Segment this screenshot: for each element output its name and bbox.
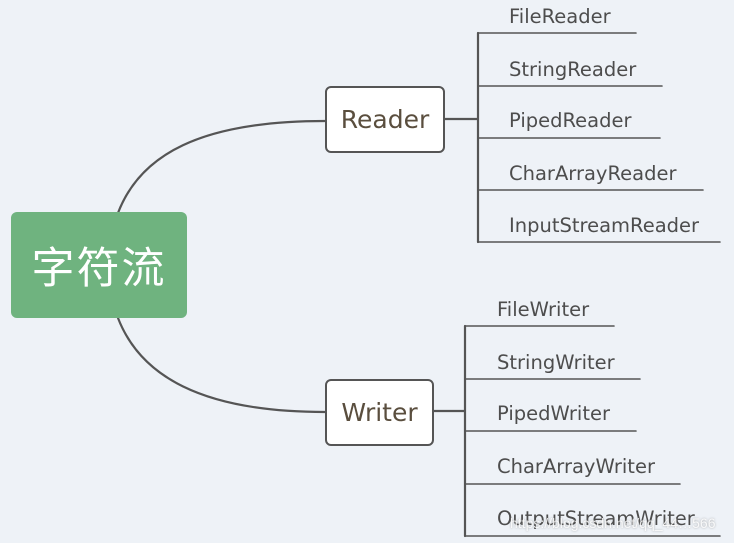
root-node-label: 字符流 <box>31 244 167 294</box>
watermark: https://blog.csdn.net/qq_44…566 <box>510 515 716 531</box>
writer-bracket <box>432 324 467 538</box>
leaf-pipedwriter: PipedWriter <box>497 402 611 425</box>
reader-leaf-underlines <box>477 32 721 243</box>
writer-node-label: Writer <box>341 398 418 427</box>
leaf-pipedreader: PipedReader <box>509 109 632 132</box>
root-to-writer-connector <box>116 316 327 414</box>
leaf-outputstreamwriter: OutputStreamWriter <box>497 507 695 530</box>
leaf-inputstreamreader: InputStreamReader <box>509 214 700 237</box>
root-to-reader-connector <box>116 119 327 215</box>
leaf-filereader: FileReader <box>509 5 611 28</box>
reader-node: Reader <box>325 86 445 153</box>
reader-bracket <box>443 31 480 244</box>
writer-leaf-underlines <box>464 325 721 537</box>
root-node: 字符流 <box>11 212 187 318</box>
leaf-filewriter: FileWriter <box>497 298 590 321</box>
leaf-chararraywriter: CharArrayWriter <box>497 455 655 478</box>
leaf-stringwriter: StringWriter <box>497 351 615 374</box>
leaf-stringreader: StringReader <box>509 58 637 81</box>
leaf-chararrayreader: CharArrayReader <box>509 162 677 185</box>
reader-node-label: Reader <box>340 105 430 134</box>
writer-node: Writer <box>325 379 434 446</box>
